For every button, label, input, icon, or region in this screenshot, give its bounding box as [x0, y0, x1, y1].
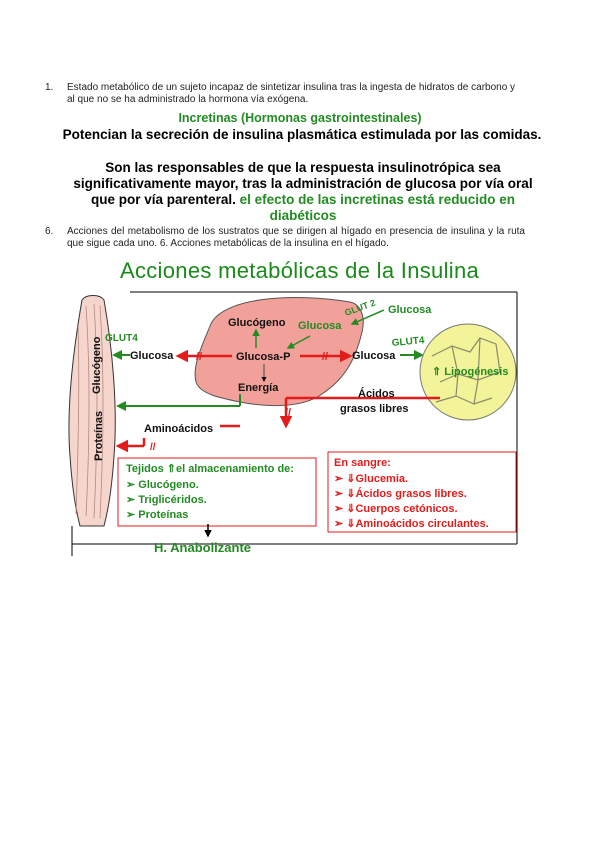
- sangre-item-4: ➢ ⇓Aminoácidos circulantes.: [334, 518, 489, 530]
- aminoacidos-label: Aminoácidos: [144, 423, 213, 435]
- tejidos-item-3: ➢ Proteínas: [126, 509, 188, 521]
- block-mark-left: //: [196, 351, 202, 363]
- liver-glucogeno-label: Glucógeno: [228, 317, 286, 329]
- acidos-label-1: Ácidos: [358, 387, 395, 400]
- liver-shape: [194, 296, 364, 407]
- anabolizante-label: H. Anabolizante: [154, 540, 251, 555]
- arrow-glucosa-into-liver: [350, 309, 385, 326]
- muscle-shape: [68, 295, 116, 527]
- figure-title: Acciones metabólicas de la Insulina: [119, 258, 480, 283]
- sangre-item-2: ➢ ⇓Ácidos grasos libres.: [334, 487, 467, 500]
- block-mark-aa: //: [150, 442, 156, 453]
- incretinas-heading: Incretinas (Hormonas gastrointestinales): [178, 111, 422, 125]
- list-item-1: 1. Estado metabólico de un sujeto incapa…: [45, 82, 525, 106]
- tejidos-item-2: ➢ Triglicéridos.: [126, 494, 207, 506]
- arrow-glucosa-to-glucosa-p: [286, 335, 311, 349]
- list-number: 1.: [45, 82, 54, 93]
- liver-energia-label: Energía: [238, 382, 279, 394]
- lipogenesis-label: ⇑ Lipogénesis: [432, 366, 508, 378]
- sangre-box: [327, 451, 517, 533]
- sangre-item-3: ➢ ⇓Cuerpos cetónicos.: [334, 503, 458, 515]
- list-number: 6.: [45, 226, 54, 237]
- glut4-left-label: GLUT4: [105, 333, 138, 344]
- paragraph-responsables: Son las responsables de que la respuesta…: [68, 160, 538, 224]
- glut4-right-label: GLUT4: [391, 335, 425, 349]
- block-mark-acidos: //: [285, 407, 291, 419]
- glucosa-top-label: Glucosa: [388, 304, 432, 316]
- insulin-diagram: Glucógeno Proteínas GLUT4 Glucosa Glucóg…: [68, 291, 518, 556]
- list-text: Estado metabólico de un sujeto incapaz d…: [67, 82, 516, 105]
- adipose-tissue-shape: [419, 323, 517, 421]
- muscle-proteinas-label: Proteínas: [93, 411, 105, 461]
- tejidos-heading: Tejidos ⇑el almacenamiento de:: [126, 463, 294, 475]
- paragraph-potencian: Potencian la secreción de insulina plasm…: [62, 127, 542, 142]
- muscle-glucogeno-label: Glucógeno: [91, 336, 103, 394]
- incretinas-diabeticos-text: el efecto de las incretinas está reducid…: [239, 192, 515, 223]
- liver-glucosa-label: Glucosa: [298, 320, 342, 332]
- sangre-item-1: ➢ ⇓Glucemia.: [334, 473, 408, 485]
- tejidos-item-1: ➢ Glucógeno.: [126, 479, 199, 491]
- block-mark-right: //: [322, 351, 328, 363]
- list-item-6: 6. Acciones del metabolismo de los sustr…: [45, 226, 525, 250]
- list-text: Acciones del metabolismo de los sustrato…: [67, 226, 525, 249]
- acidos-label-2: grasos libres: [340, 403, 408, 415]
- sangre-heading: En sangre:: [334, 457, 391, 469]
- glucosa-left-label: Glucosa: [130, 350, 174, 362]
- liver-glucosa-p-label: Glucosa-P: [236, 351, 290, 363]
- glucosa-right-label: Glucosa: [352, 350, 396, 362]
- tejidos-box: [117, 457, 317, 527]
- paragraph-responsables-text: Son las responsables de que la respuesta…: [73, 160, 533, 207]
